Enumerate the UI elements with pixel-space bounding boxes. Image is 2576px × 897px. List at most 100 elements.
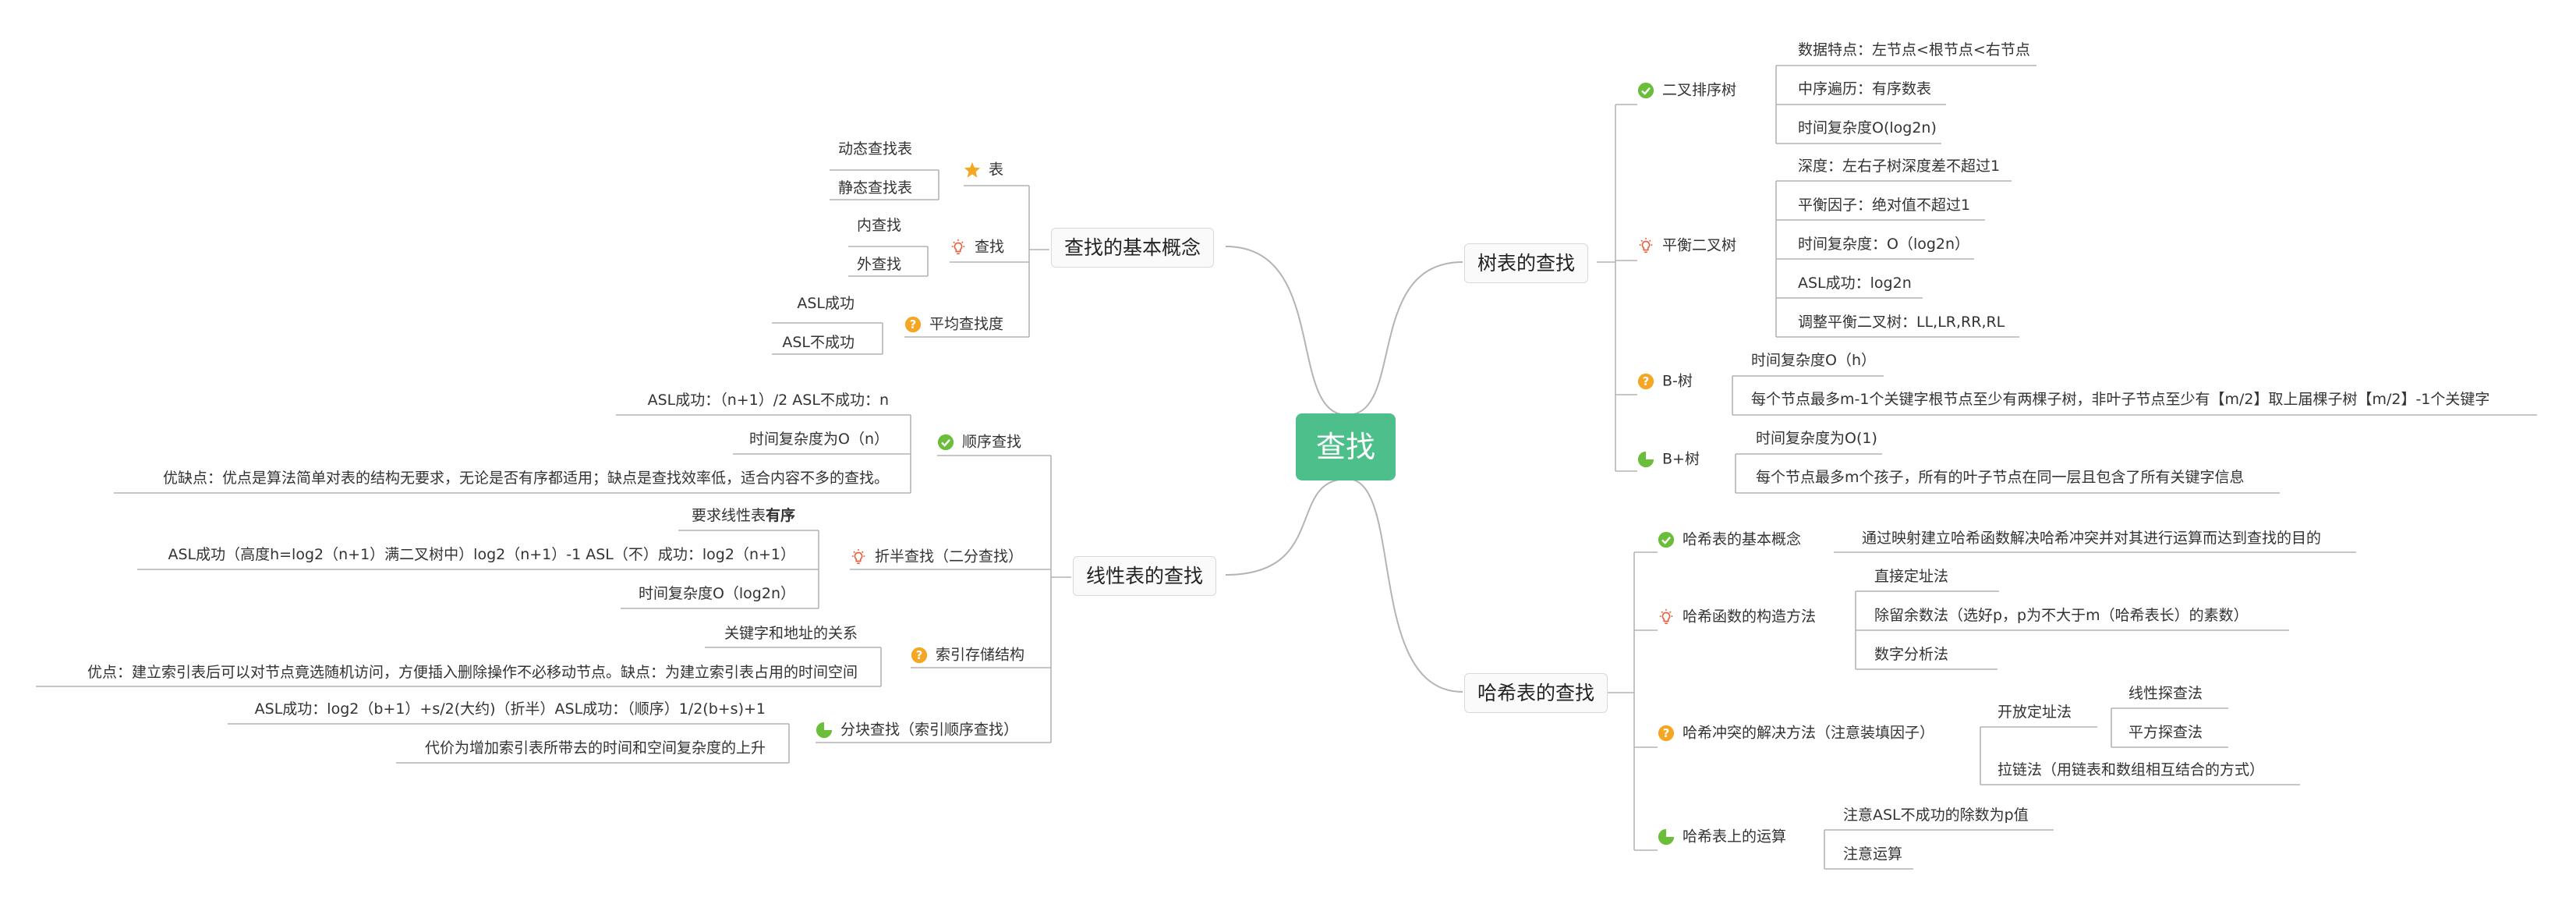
- leaf-direct-addressing[interactable]: 直接定址法: [1874, 568, 1949, 585]
- leaf-binary-requires-ordered[interactable]: 要求线性表有序: [692, 509, 795, 523]
- svg-text:?: ?: [916, 649, 923, 662]
- question-icon: ?: [1658, 725, 1675, 742]
- check-icon: [1658, 531, 1675, 548]
- lightbulb-icon: [1659, 608, 1673, 625]
- leaf-external-search[interactable]: 外查找: [856, 256, 901, 273]
- topic-hash-collision-label: 哈希冲突的解决方法（注意装填因子）: [1683, 724, 1935, 742]
- leaf-bplus-complexity[interactable]: 时间复杂度为O(1): [1756, 430, 1877, 447]
- edge-root-basic: [1225, 246, 1348, 416]
- leaf-bst-complexity[interactable]: 时间复杂度O(log2n): [1798, 119, 1937, 136]
- leaf-avl-balance[interactable]: 平衡因子：绝对值不超过1: [1798, 197, 1971, 214]
- leaf-binary-asl[interactable]: ASL成功（高度h=log2（n+1）满二叉树中）log2（n+1）-1 ASL…: [168, 546, 795, 563]
- lightbulb-icon: [951, 239, 965, 255]
- topic-open-addressing[interactable]: 开放定址法: [1997, 704, 2072, 721]
- topic-avl-label: 平衡二叉树: [1662, 236, 1737, 254]
- leaf-block-asl[interactable]: ASL成功：log2（b+1）+s/2(大约)（折半）ASL成功：（顺序）1/2…: [254, 700, 766, 718]
- branch-tree-search[interactable]: 树表的查找: [1464, 243, 1589, 283]
- leaf-seq-complexity[interactable]: 时间复杂度为O（n）: [749, 431, 889, 448]
- pie-icon: [816, 722, 833, 739]
- topic-btree-label: B-树: [1662, 372, 1693, 390]
- edge-root-tree: [1346, 261, 1463, 416]
- leaf-index-pros-cons[interactable]: 优点：建立索引表后可以对节点竟选随机访问，方便插入删除操作不必移动节点。缺点：为…: [87, 664, 858, 681]
- question-icon: ?: [904, 316, 922, 333]
- topic-avg-search-length[interactable]: ? 平均查找度: [904, 316, 1003, 333]
- leaf-hash-concept-desc[interactable]: 通过映射建立哈希函数解决哈希冲突并对其进行运算而达到查找的目的: [1862, 530, 2322, 547]
- leaf-digit-analysis[interactable]: 数字分析法: [1874, 646, 1949, 663]
- leaf-linear-probing[interactable]: 线性探查法: [2128, 685, 2203, 702]
- topic-binary-search[interactable]: 折半查找（二分查找）: [850, 548, 1023, 566]
- topic-block-search[interactable]: 分块查找（索引顺序查找）: [816, 722, 1018, 739]
- leaf-avl-rotations[interactable]: 调整平衡二叉树：LL,LR,RR,RL: [1798, 314, 2005, 331]
- topic-bplus-label: B+树: [1662, 450, 1700, 468]
- topic-sequential-search[interactable]: 顺序查找: [937, 434, 1021, 451]
- topic-block-label: 分块查找（索引顺序查找）: [840, 721, 1019, 739]
- leaf-bplus-rules[interactable]: 每个节点最多m个孩子，所有的叶子节点在同一层且包含了所有关键字信息: [1756, 469, 2245, 486]
- topic-find-label: 查找: [975, 238, 1005, 256]
- topic-find[interactable]: 查找: [950, 239, 1004, 256]
- leaf-avl-asl[interactable]: ASL成功：log2n: [1798, 275, 1912, 292]
- topic-index-label: 索引存储结构: [936, 646, 1025, 664]
- leaf-binary-ordered-bold: 有序: [765, 507, 795, 524]
- leaf-seq-asl[interactable]: ASL成功：（n+1）/2 ASL不成功：n: [647, 392, 889, 409]
- lightbulb-icon: [851, 548, 865, 565]
- topic-binary-label: 折半查找（二分查找）: [875, 548, 1024, 566]
- leaf-asl-fail-divisor[interactable]: 注意ASL不成功的除数为p值: [1843, 807, 2029, 824]
- branch-basic-concepts[interactable]: 查找的基本概念: [1051, 228, 1215, 268]
- svg-text:?: ?: [1643, 375, 1650, 388]
- topic-hash-operations[interactable]: 哈希表上的运算: [1658, 828, 1786, 846]
- leaf-seq-pros-cons[interactable]: 优缺点：优点是算法简单对表的结构无要求，无论是否有序都适用；缺点是查找效率低，适…: [162, 470, 889, 487]
- check-icon: [937, 434, 954, 451]
- topic-bst-label: 二叉排序树: [1662, 81, 1737, 99]
- edge-root-hash: [1346, 478, 1463, 693]
- topic-bplus-tree[interactable]: B+树: [1637, 451, 1700, 468]
- leaf-asl-success[interactable]: ASL成功: [797, 295, 855, 312]
- leaf-btree-complexity[interactable]: 时间复杂度O（h）: [1751, 352, 1876, 369]
- leaf-static-table[interactable]: 静态查找表: [837, 179, 912, 197]
- leaf-division-method[interactable]: 除留余数法（选好p，p为不大于m（哈希表长）的素数）: [1874, 607, 2249, 624]
- pie-icon: [1658, 828, 1675, 846]
- leaf-binary-requires-text: 要求线性表: [691, 507, 766, 524]
- topic-table[interactable]: 表: [964, 161, 1003, 179]
- leaf-binary-complexity[interactable]: 时间复杂度O（log2n）: [638, 585, 795, 602]
- branch-hash-search[interactable]: 哈希表的查找: [1464, 673, 1608, 713]
- leaf-internal-search[interactable]: 内查找: [856, 217, 901, 234]
- topic-avl[interactable]: 平衡二叉树: [1637, 237, 1736, 254]
- leaf-chaining[interactable]: 拉链法（用链表和数组相互结合的方式）: [1997, 761, 2265, 778]
- topic-sequential-label: 顺序查找: [962, 433, 1022, 451]
- topic-avg-search-length-label: 平均查找度: [929, 315, 1004, 333]
- leaf-block-cost[interactable]: 代价为增加索引表所带去的时间和空间复杂度的上升: [424, 739, 766, 757]
- svg-text:?: ?: [910, 318, 917, 332]
- edge-root-linear: [1225, 478, 1348, 576]
- leaf-avl-complexity[interactable]: 时间复杂度：O（log2n）: [1798, 236, 1970, 253]
- topic-btree[interactable]: ? B-树: [1637, 373, 1693, 390]
- leaf-btree-rules[interactable]: 每个节点最多m-1个关键字根节点至少有两棵子树，非叶子节点至少有【m/2】取上届…: [1751, 391, 2490, 408]
- topic-hash-concept[interactable]: 哈希表的基本概念: [1658, 531, 1801, 548]
- topic-hash-collision[interactable]: ? 哈希冲突的解决方法（注意装填因子）: [1658, 725, 1934, 742]
- branch-linear-search[interactable]: 线性表的查找: [1073, 556, 1217, 596]
- svg-text:?: ?: [1663, 727, 1670, 740]
- question-icon: ?: [1637, 373, 1654, 390]
- topic-hash-construction-label: 哈希函数的构造方法: [1683, 608, 1817, 626]
- check-icon: [1637, 82, 1654, 99]
- leaf-note-operations[interactable]: 注意运算: [1843, 846, 1903, 863]
- leaf-index-key-address[interactable]: 关键字和地址的关系: [724, 625, 858, 642]
- star-icon: [964, 161, 981, 178]
- leaf-quadratic-probing[interactable]: 平方探查法: [2128, 724, 2203, 741]
- root-topic[interactable]: 查找: [1296, 413, 1396, 480]
- topic-hash-operations-label: 哈希表上的运算: [1683, 828, 1787, 846]
- topic-bst[interactable]: 二叉排序树: [1637, 82, 1736, 99]
- leaf-bst-inorder[interactable]: 中序遍历：有序数表: [1798, 80, 1932, 98]
- leaf-asl-fail[interactable]: ASL不成功: [782, 334, 855, 351]
- topic-hash-concept-label: 哈希表的基本概念: [1683, 530, 1802, 548]
- leaf-dynamic-table[interactable]: 动态查找表: [837, 140, 912, 158]
- question-icon: ?: [911, 647, 928, 664]
- leaf-avl-depth[interactable]: 深度：左右子树深度差不超过1: [1798, 158, 2001, 175]
- topic-hash-construction[interactable]: 哈希函数的构造方法: [1658, 608, 1816, 626]
- pie-icon: [1637, 451, 1654, 468]
- topic-index-storage[interactable]: ? 索引存储结构: [911, 647, 1024, 664]
- topic-table-label: 表: [989, 161, 1004, 179]
- leaf-bst-data[interactable]: 数据特点：左节点<根节点<右节点: [1798, 41, 2030, 58]
